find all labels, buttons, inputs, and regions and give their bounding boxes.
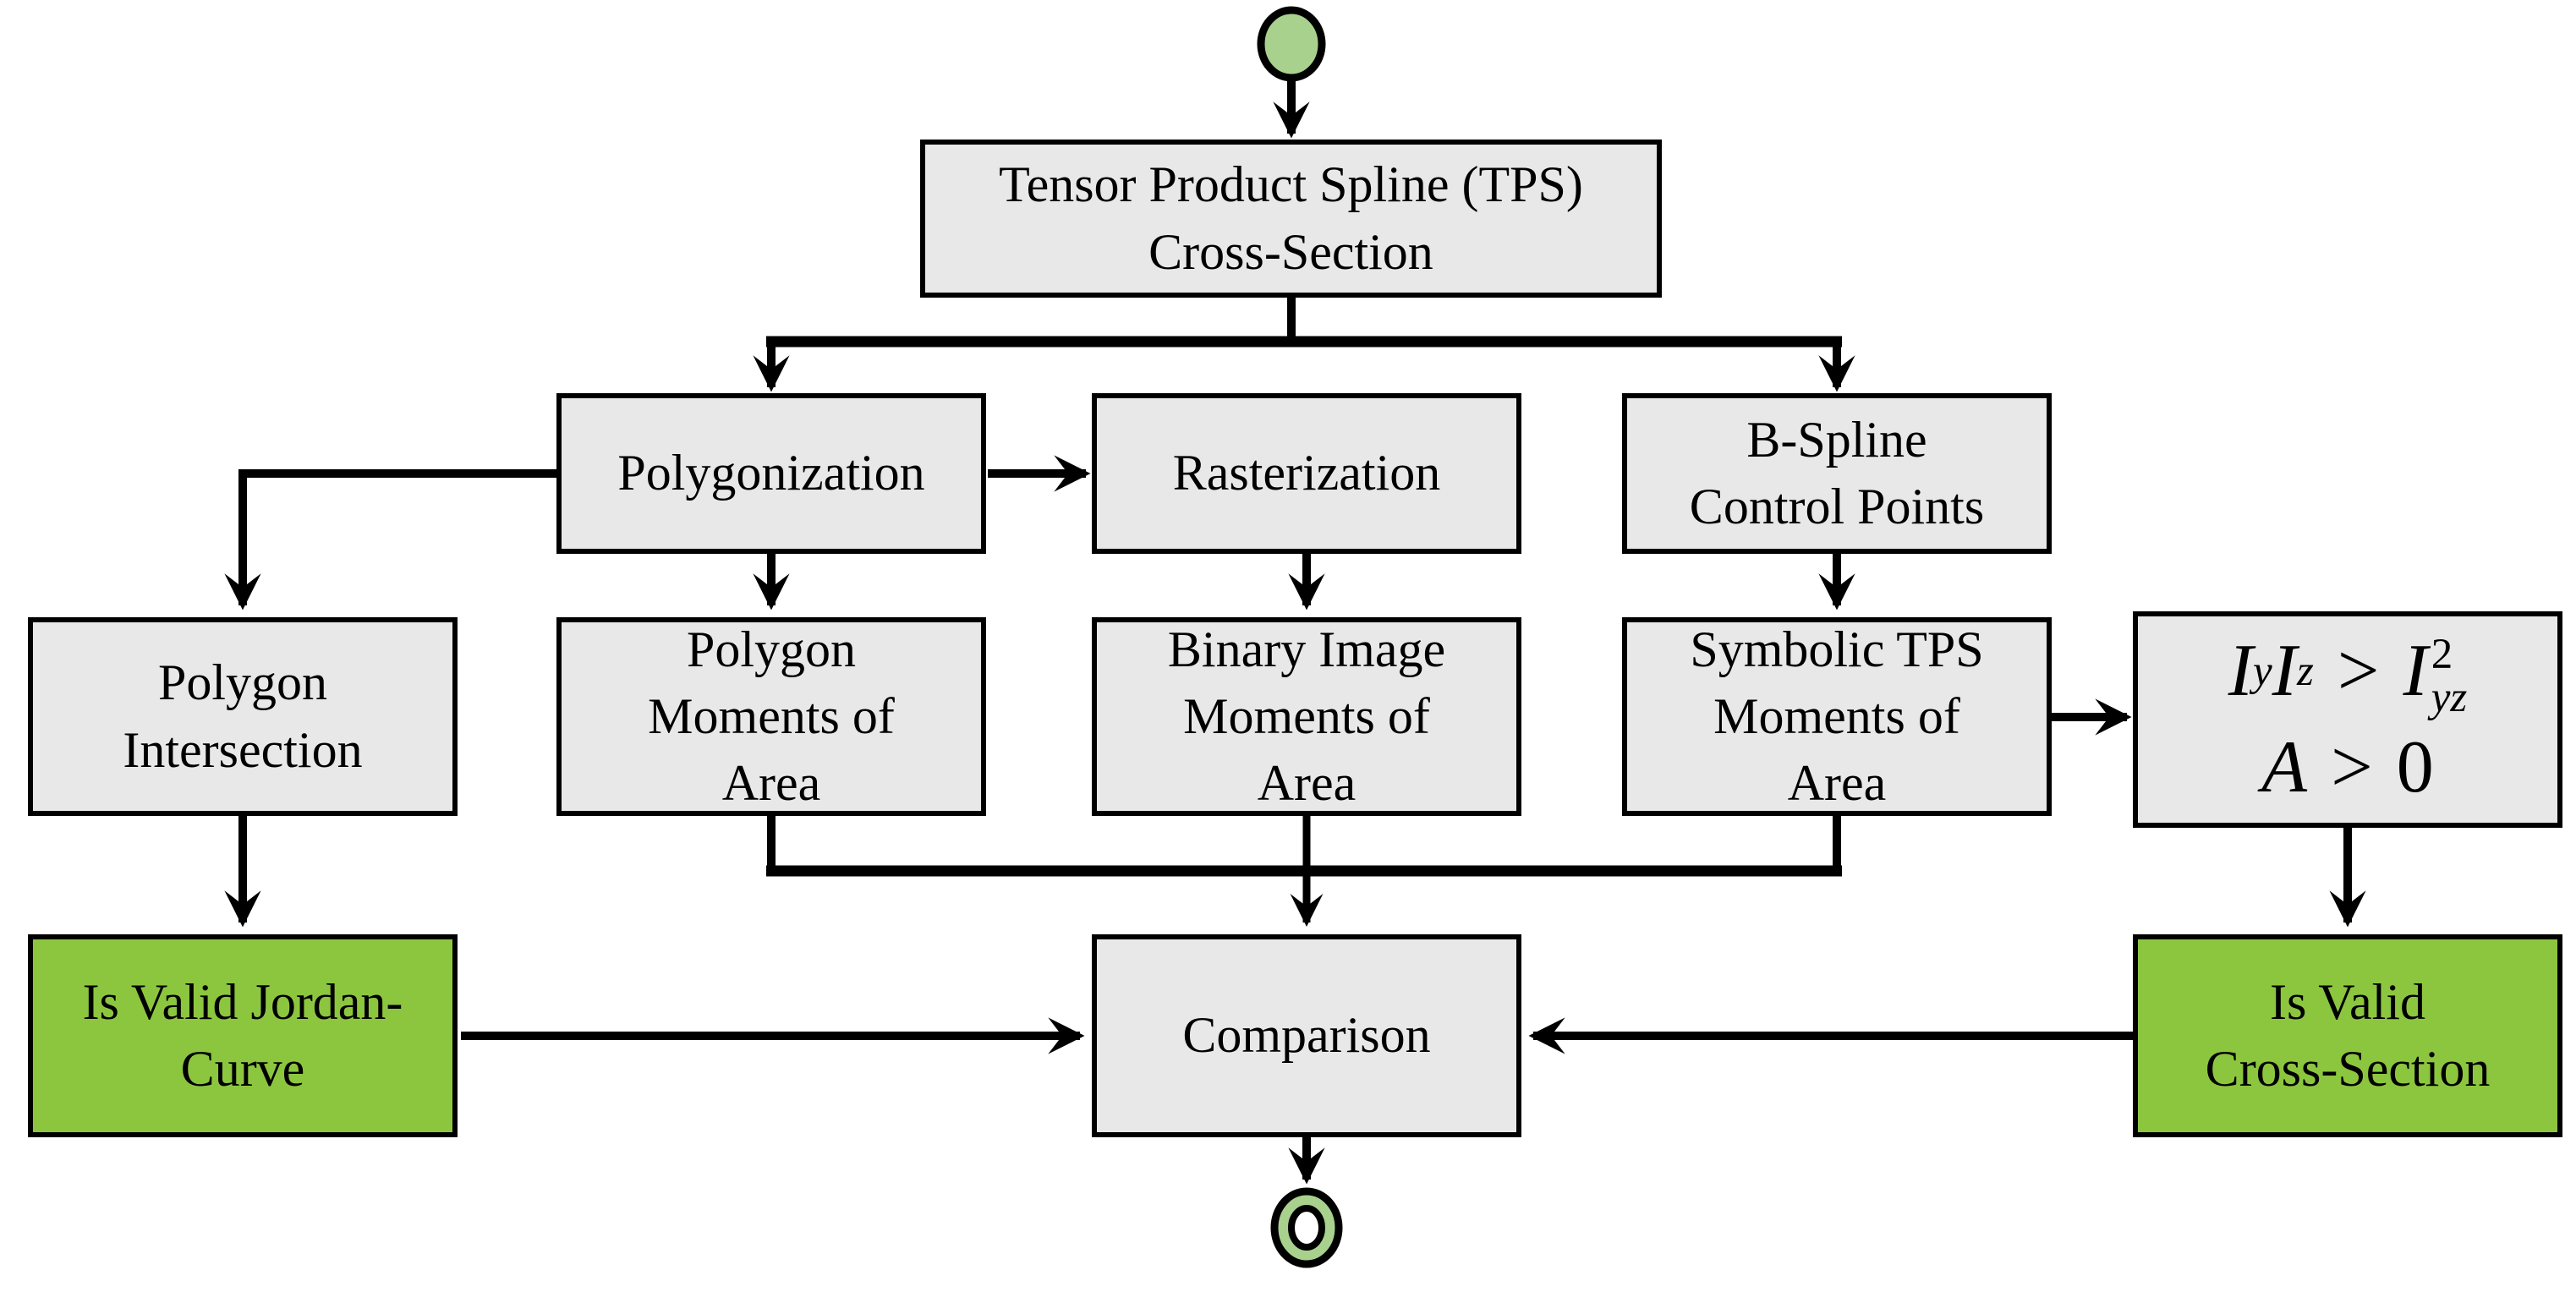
node-tps-label: Tensor Product Spline (TPS) Cross-Sectio… [999, 156, 1583, 280]
node-polygon-moments-label: Polygon Moments of Area [648, 621, 895, 812]
formula-I3: I [2403, 629, 2428, 712]
node-tps-cross-section: Tensor Product Spline (TPS) Cross-Sectio… [920, 140, 1662, 298]
formula-gt-2: > [2331, 726, 2373, 808]
node-rasterization: Rasterization [1092, 393, 1521, 554]
node-rasterization-label: Rasterization [1172, 445, 1441, 501]
node-is-valid-jordan-curve: Is Valid Jordan- Curve [28, 934, 458, 1137]
formula-I1: I [2228, 629, 2253, 712]
node-polygonization: Polygonization [556, 393, 986, 554]
formula-zero: 0 [2396, 726, 2434, 808]
end-node-inner [1288, 1205, 1325, 1251]
formula-A: A [2261, 726, 2308, 808]
formula-I2: I [2272, 629, 2297, 712]
node-binary-image-moments: Binary Image Moments of Area [1092, 617, 1521, 816]
start-node [1257, 6, 1326, 82]
formula-sub-yz: yz [2431, 673, 2468, 721]
node-symbolic-moments-label: Symbolic TPS Moments of Area [1690, 621, 1984, 812]
node-bspline-label: B-Spline Control Points [1689, 411, 1985, 534]
node-cross-section-label: Is Valid Cross-Section [2205, 973, 2491, 1097]
node-is-valid-cross-section: Is Valid Cross-Section [2133, 934, 2562, 1137]
node-symbolic-tps-moments: Symbolic TPS Moments of Area [1622, 617, 2052, 816]
formula-gt-1: > [2337, 629, 2380, 712]
node-comparison-label: Comparison [1182, 1007, 1431, 1064]
node-polygon-intersection-label: Polygon Intersection [123, 654, 363, 778]
node-polygon-moments: Polygon Moments of Area [556, 617, 986, 816]
connector-polygonization-to-intersection [224, 469, 562, 610]
node-polygon-intersection: Polygon Intersection [28, 617, 458, 816]
node-binary-moments-label: Binary Image Moments of Area [1167, 621, 1446, 812]
formula-sup-2: 2 [2431, 630, 2453, 678]
node-comparison: Comparison [1092, 934, 1521, 1137]
node-jordan-label: Is Valid Jordan- Curve [82, 973, 403, 1097]
formula-line-2: A >0 [2261, 720, 2433, 816]
node-polygonization-label: Polygonization [617, 445, 925, 501]
node-bspline-control-points: B-Spline Control Points [1622, 393, 2052, 554]
